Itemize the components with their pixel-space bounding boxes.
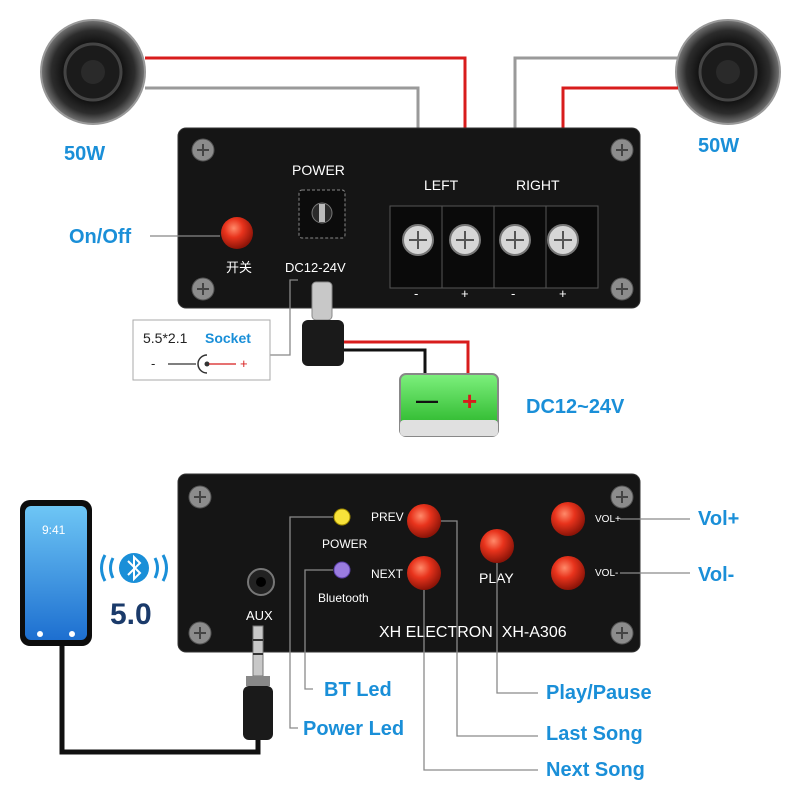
- right-speaker: [675, 19, 781, 125]
- vol-minus-callout: Vol-: [698, 564, 734, 586]
- next-button[interactable]: [407, 556, 441, 590]
- prev-button[interactable]: [407, 504, 441, 538]
- vol-plus-label: VOL+: [595, 514, 621, 525]
- bt-led-callout: BT Led: [324, 679, 392, 701]
- next-song-callout: Next Song: [546, 759, 645, 781]
- power-led-label: POWER: [322, 537, 368, 551]
- power-input-label: DC12-24V: [285, 260, 346, 275]
- on-off-button[interactable]: [221, 217, 253, 249]
- terminal-sign-1: -: [414, 286, 418, 301]
- next-label: NEXT: [371, 567, 404, 581]
- switch-cn-label: 开关: [226, 260, 252, 275]
- aux-cable: [59, 625, 273, 755]
- terminal-sign-2: +: [461, 286, 469, 301]
- bluetooth-led-label: Bluetooth: [318, 591, 369, 605]
- left-channel-label: LEFT: [424, 177, 459, 193]
- dc-power-jack[interactable]: [298, 189, 346, 239]
- prev-label: PREV: [371, 510, 404, 524]
- bluetooth-led: [333, 561, 351, 579]
- socket-size: 5.5*2.1: [143, 330, 188, 346]
- battery-wires: [344, 340, 470, 374]
- bluetooth-icon: [100, 553, 168, 583]
- socket-word: Socket: [205, 330, 251, 346]
- bluetooth-version: 5.0: [110, 598, 152, 631]
- socket-polarity-icon: [168, 354, 236, 374]
- phone-time: 9:41: [42, 523, 66, 537]
- right-channel-label: RIGHT: [516, 177, 560, 193]
- brand-model: XH ELECTRON XH-A306: [379, 624, 567, 641]
- play-button[interactable]: [480, 529, 514, 563]
- smartphone: [20, 500, 92, 646]
- vol-plus-callout: Vol+: [698, 508, 739, 530]
- power-led-callout: Power Led: [303, 718, 404, 740]
- vol-minus-button[interactable]: [551, 556, 585, 590]
- aux-jack[interactable]: [247, 568, 275, 596]
- socket-callout-box: [132, 319, 271, 381]
- left-speaker-power: 50W: [64, 143, 105, 165]
- battery-plus: +: [462, 386, 477, 416]
- terminal-screws[interactable]: [402, 224, 579, 256]
- terminal-sign-3: -: [511, 286, 515, 301]
- on-off-callout: On/Off: [69, 226, 132, 248]
- terminal-sign-4: +: [559, 286, 567, 301]
- battery-icon: [399, 373, 499, 437]
- bottom-amp-panel: [177, 473, 641, 653]
- play-pause-callout: Play/Pause: [546, 682, 652, 704]
- vol-minus-label: VOL-: [595, 568, 618, 579]
- socket-plus: +: [240, 356, 248, 371]
- aux-label: AUX: [246, 608, 273, 623]
- left-speaker: [40, 19, 146, 125]
- right-speaker-power: 50W: [698, 135, 739, 157]
- battery-minus: —: [416, 388, 438, 413]
- dc-input-callout: DC12~24V: [526, 396, 625, 418]
- power-label: POWER: [292, 162, 345, 178]
- annotation-leaders: [289, 516, 690, 771]
- dc-plug: [302, 281, 344, 366]
- power-led: [333, 508, 351, 526]
- vol-plus-button[interactable]: [551, 502, 585, 536]
- last-song-callout: Last Song: [546, 723, 643, 745]
- socket-minus: -: [151, 356, 155, 371]
